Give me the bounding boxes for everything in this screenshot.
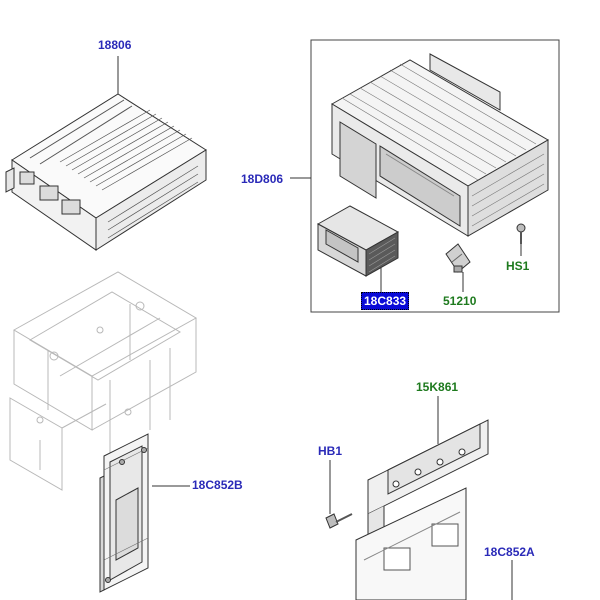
callout-18806[interactable]: 18806	[98, 38, 132, 52]
callout-15K861[interactable]: 15K861	[416, 380, 459, 394]
amplifier-module-18806	[5, 93, 207, 251]
callout-18C852B[interactable]: 18C852B	[192, 478, 243, 492]
bracket-plate-15K861	[355, 419, 489, 600]
module-18C852B	[99, 433, 149, 593]
screw-hs1	[516, 223, 526, 244]
callout-18C852A[interactable]: 18C852A	[484, 545, 535, 559]
callout-18C833[interactable]: 18C833	[361, 292, 410, 310]
fuse-part	[445, 243, 471, 273]
callout-18D806[interactable]: 18D806	[241, 172, 284, 186]
cd-changer-unit	[331, 53, 549, 237]
bolt-hb1	[325, 513, 353, 529]
mounting-frame-ghost	[9, 271, 198, 500]
assembly-frame-18D806	[310, 39, 560, 313]
callout-HS1[interactable]: HS1	[506, 259, 530, 273]
cd-magazine	[316, 205, 400, 277]
callout-51210[interactable]: 51210	[443, 294, 477, 308]
callout-HB1[interactable]: HB1	[318, 444, 343, 458]
